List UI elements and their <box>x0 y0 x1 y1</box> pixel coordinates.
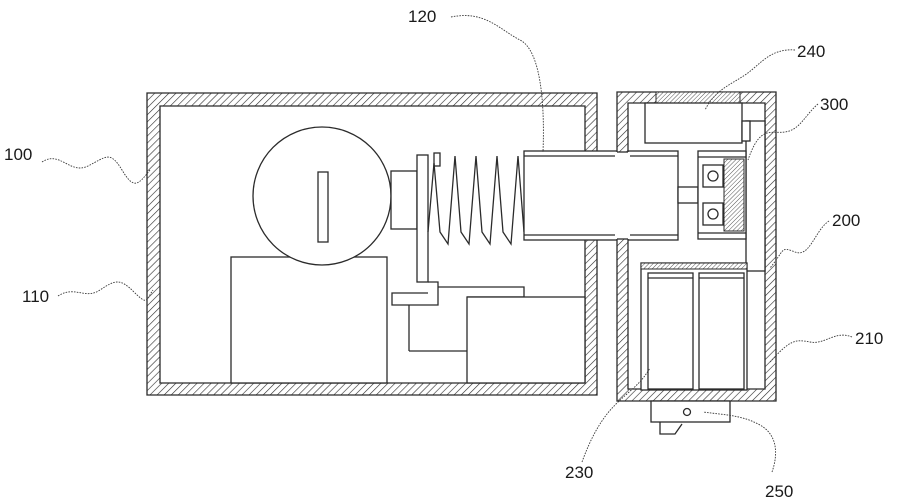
cylinder-body <box>524 151 678 240</box>
connector-tab <box>660 422 682 434</box>
actuator-cylinder <box>524 151 698 240</box>
label-100: 100 <box>4 145 32 164</box>
lock-pin-lower <box>708 209 718 219</box>
side-rail-tab <box>742 121 750 141</box>
motor-base-block <box>231 257 387 383</box>
leader-100 <box>42 157 150 183</box>
upper-step <box>438 287 524 297</box>
compression-spring <box>428 156 524 244</box>
lock-spring-pack <box>724 159 744 231</box>
label-230: 230 <box>565 463 593 482</box>
battery-top-strip <box>641 263 747 269</box>
side-rail <box>746 121 765 271</box>
plate-lug <box>434 153 440 166</box>
battery-cell-left <box>648 273 693 389</box>
label-210: 210 <box>855 329 883 348</box>
leader-120 <box>451 16 543 152</box>
top-component-body <box>645 103 742 143</box>
motor-slot <box>318 172 328 242</box>
connector-hole <box>684 409 691 416</box>
label-300: 300 <box>820 95 848 114</box>
piston-rod <box>678 187 698 203</box>
label-200: 200 <box>832 211 860 230</box>
leader-110 <box>58 282 153 300</box>
connecting-plate <box>417 155 428 282</box>
label-240: 240 <box>797 42 825 61</box>
lock-pin-upper <box>708 171 718 181</box>
label-110: 110 <box>22 287 49 306</box>
wall-opening <box>615 152 630 239</box>
drive-shaft <box>391 171 417 229</box>
top-component-cap <box>656 92 740 103</box>
leader-210 <box>770 335 852 362</box>
battery-cell-right <box>699 273 744 389</box>
leader-200 <box>770 221 829 268</box>
label-250: 250 <box>765 482 793 501</box>
lower-right-block <box>467 297 585 383</box>
label-120: 120 <box>408 7 436 26</box>
linkage-bracket <box>392 282 438 305</box>
